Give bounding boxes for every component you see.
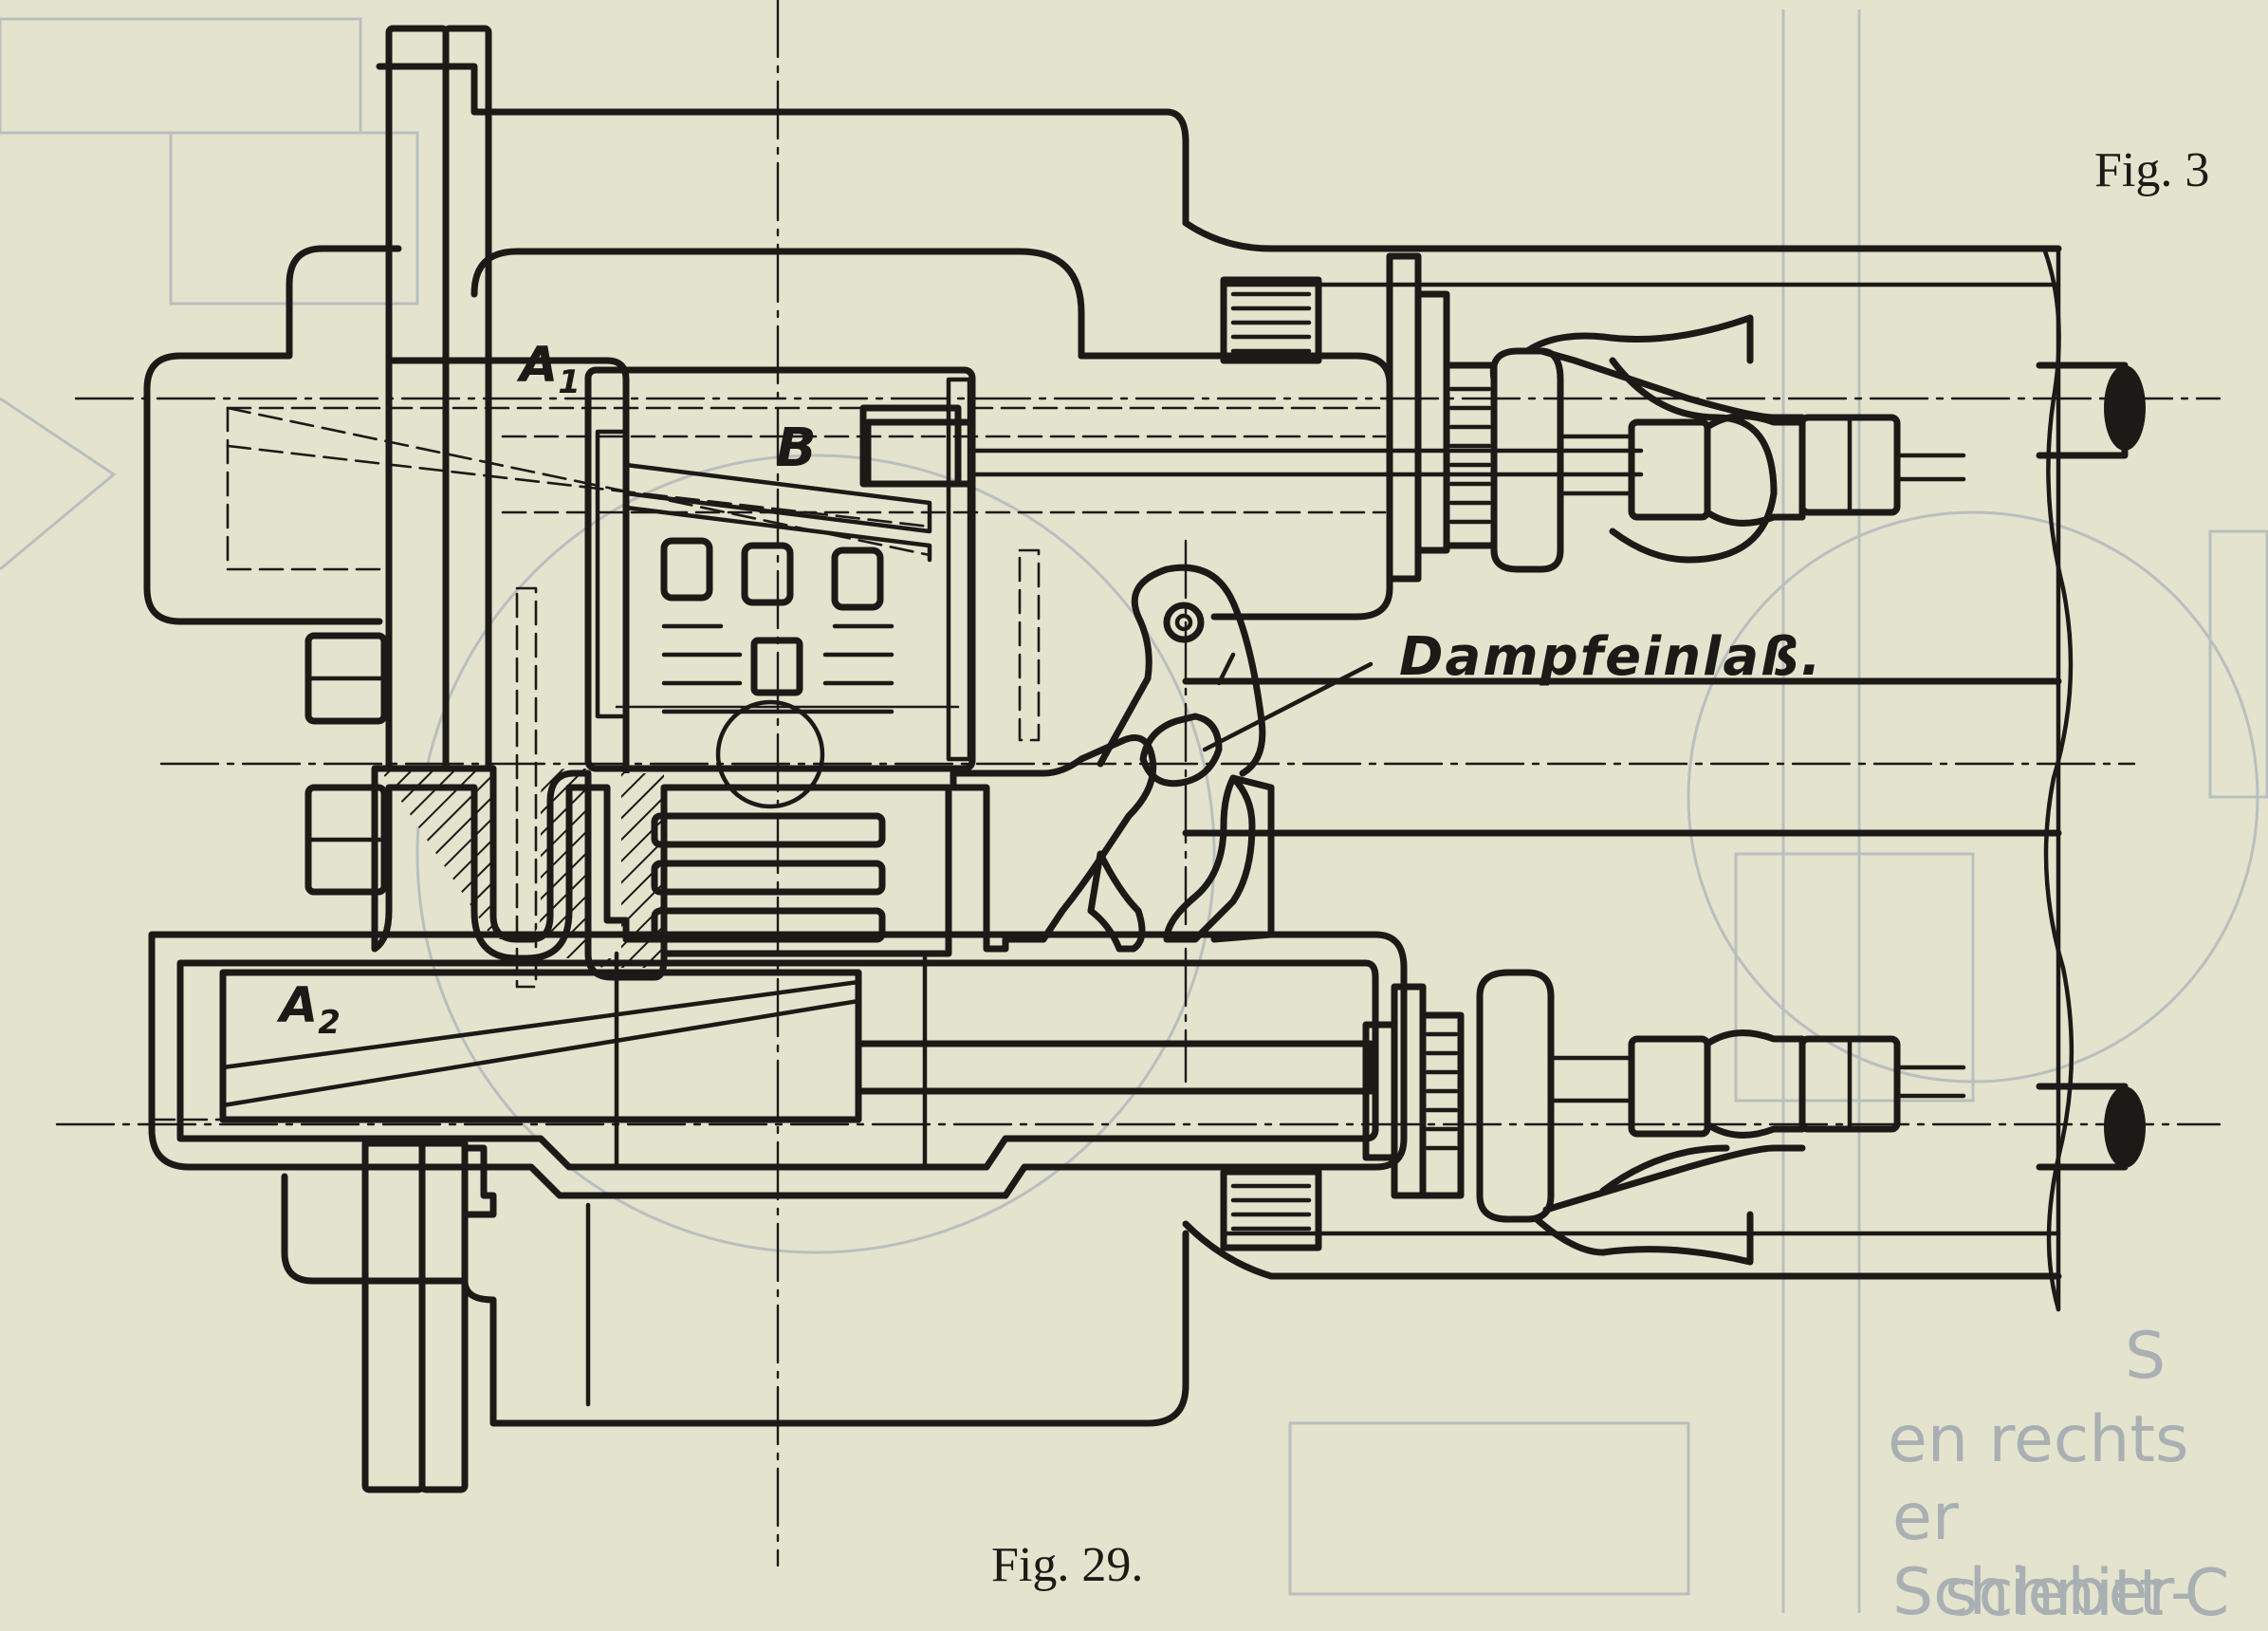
inlet-lever: [1097, 564, 1266, 788]
label-a1: A1: [520, 337, 581, 401]
bleed-through-text-4: schnitt C: [1945, 1556, 2230, 1631]
upper-valve-spindle: [864, 252, 1966, 583]
steam-inlet-leader: [1202, 661, 1374, 752]
flange-bolts: [304, 632, 388, 896]
bleed-through-text-3: er Schieber-: [1892, 1480, 2194, 1630]
hatched-casting-section: [371, 734, 1275, 981]
figure-caption: Fig. 29.: [991, 1538, 1144, 1592]
neighbor-figure-caption: Fig. 3: [2094, 143, 2210, 197]
stuffing-box-spring-lower: [1220, 1168, 1322, 1251]
centre-lines: [55, 0, 2222, 1567]
valve-casing: [143, 63, 2074, 1312]
label-b: B: [776, 417, 817, 479]
stuffing-box-spring-upper: [1220, 276, 1498, 549]
label-a1-sub: 1: [558, 363, 581, 401]
upper-rod: [2036, 361, 2146, 459]
ghost-print-through: [0, 9, 2268, 1613]
valve-port-slots: [661, 623, 894, 714]
bleed-through-text-2: en rechts: [1888, 1402, 2189, 1477]
label-a1-main: A: [520, 337, 559, 394]
label-a2-main: A: [280, 977, 319, 1034]
lower-cylinder: [148, 931, 1408, 1285]
bleed-through-text-1: S: [2125, 1319, 2167, 1394]
slide-valve-b: [515, 366, 1041, 989]
lower-rod: [2036, 1083, 2146, 1171]
lower-casing: [281, 1173, 1189, 1427]
lower-valve-spindle: [1220, 969, 1966, 1266]
label-a2-sub: 2: [318, 1004, 341, 1042]
label-a2: A2: [280, 977, 341, 1042]
label-steam-inlet: Dampfeinlaß.: [1399, 626, 1823, 688]
